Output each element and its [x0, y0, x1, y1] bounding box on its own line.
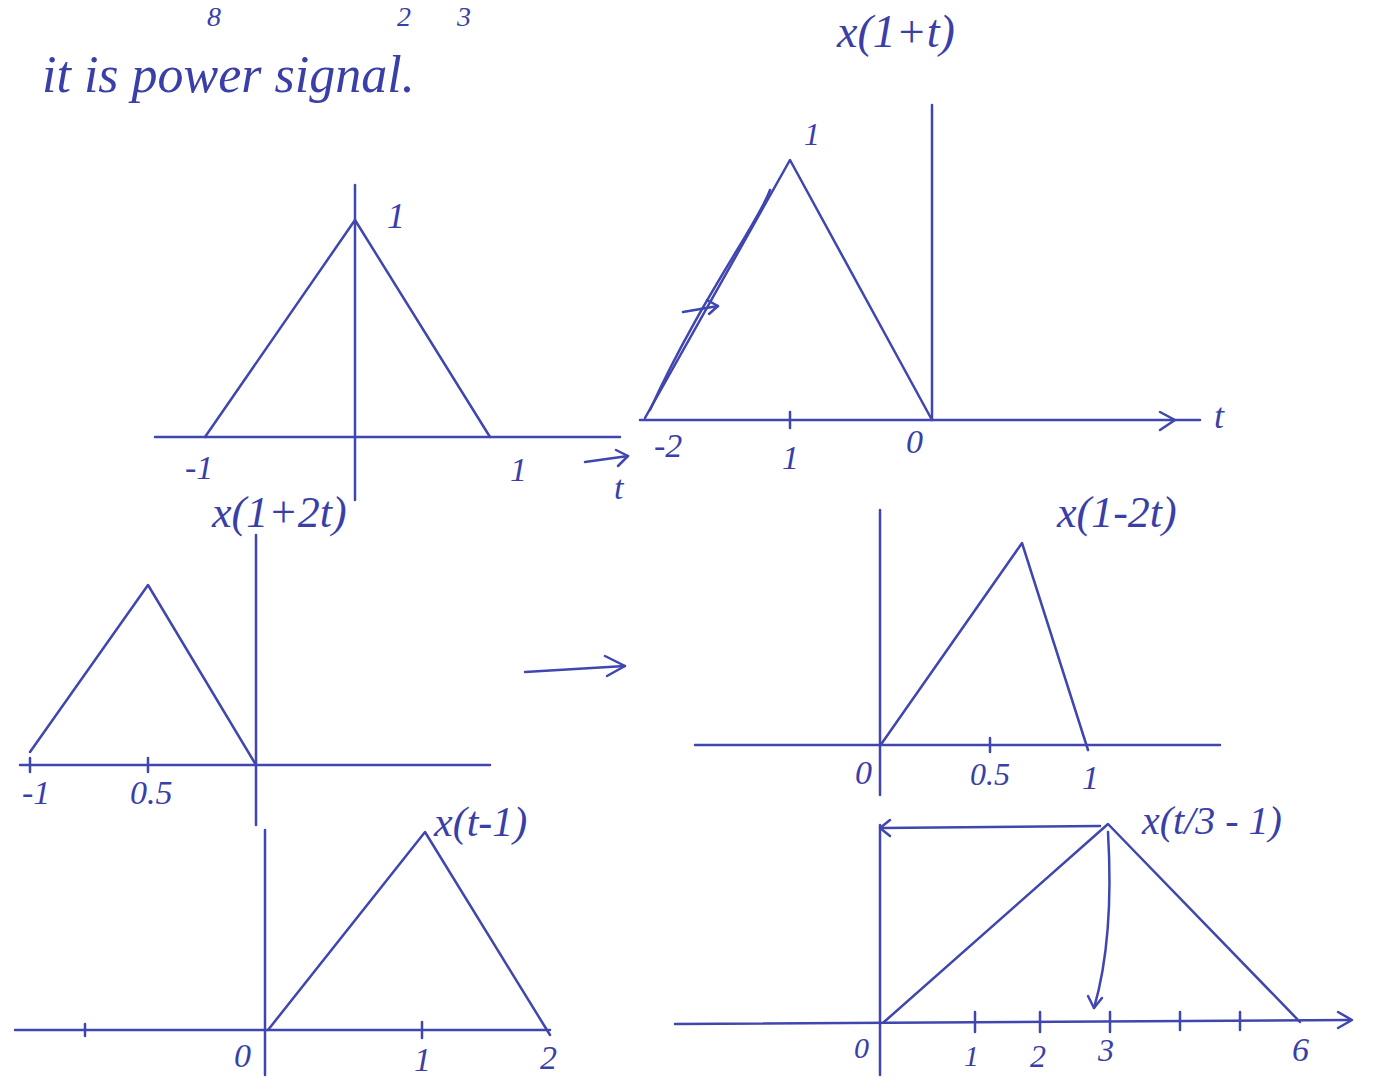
margin-digit: 3 [455, 2, 473, 31]
note-text: it is power signal. [40, 48, 417, 103]
plot-title: x(1+t) [835, 8, 957, 56]
axis-tick-label: 3 [1096, 1034, 1116, 1068]
plot-title: x(1-2t) [1055, 490, 1179, 536]
axis-tick-label: 0 [904, 424, 925, 460]
axis-tick-label: -1 [20, 775, 52, 811]
axis-tick-label: 2 [1028, 1040, 1048, 1074]
peak-value: 1 [385, 198, 407, 236]
plot-title: x(t/3 - 1) [1140, 800, 1284, 842]
margin-digit: 2 [395, 2, 413, 31]
axis-tick-label: 1 [412, 1042, 433, 1078]
axis-name: t [612, 470, 625, 506]
axis-tick-label: 0 [852, 1032, 871, 1064]
axis-tick-label: 1 [962, 1040, 981, 1072]
peak-value: 1 [802, 118, 822, 152]
plot-title: x(t-1) [432, 800, 529, 844]
axis-tick-label: 0 [853, 755, 874, 791]
plot-title: x(1+2t) [210, 490, 349, 536]
axis-tick-label: -2 [652, 428, 684, 464]
axis-tick-label: -1 [183, 450, 215, 486]
margin-digit: 8 [205, 2, 223, 31]
axis-tick-label: 2 [538, 1040, 559, 1076]
axis-tick-label: 0.5 [968, 758, 1012, 792]
axis-tick-label: 0 [232, 1038, 253, 1074]
axis-tick-label: 1 [508, 452, 529, 488]
axis-tick-label: 0.5 [128, 775, 175, 811]
axis-name: t [1212, 398, 1226, 436]
axis-tick-label: 6 [1290, 1032, 1311, 1068]
axis-tick-label: 1 [780, 440, 801, 476]
axis-tick-label: 1 [1080, 760, 1101, 796]
